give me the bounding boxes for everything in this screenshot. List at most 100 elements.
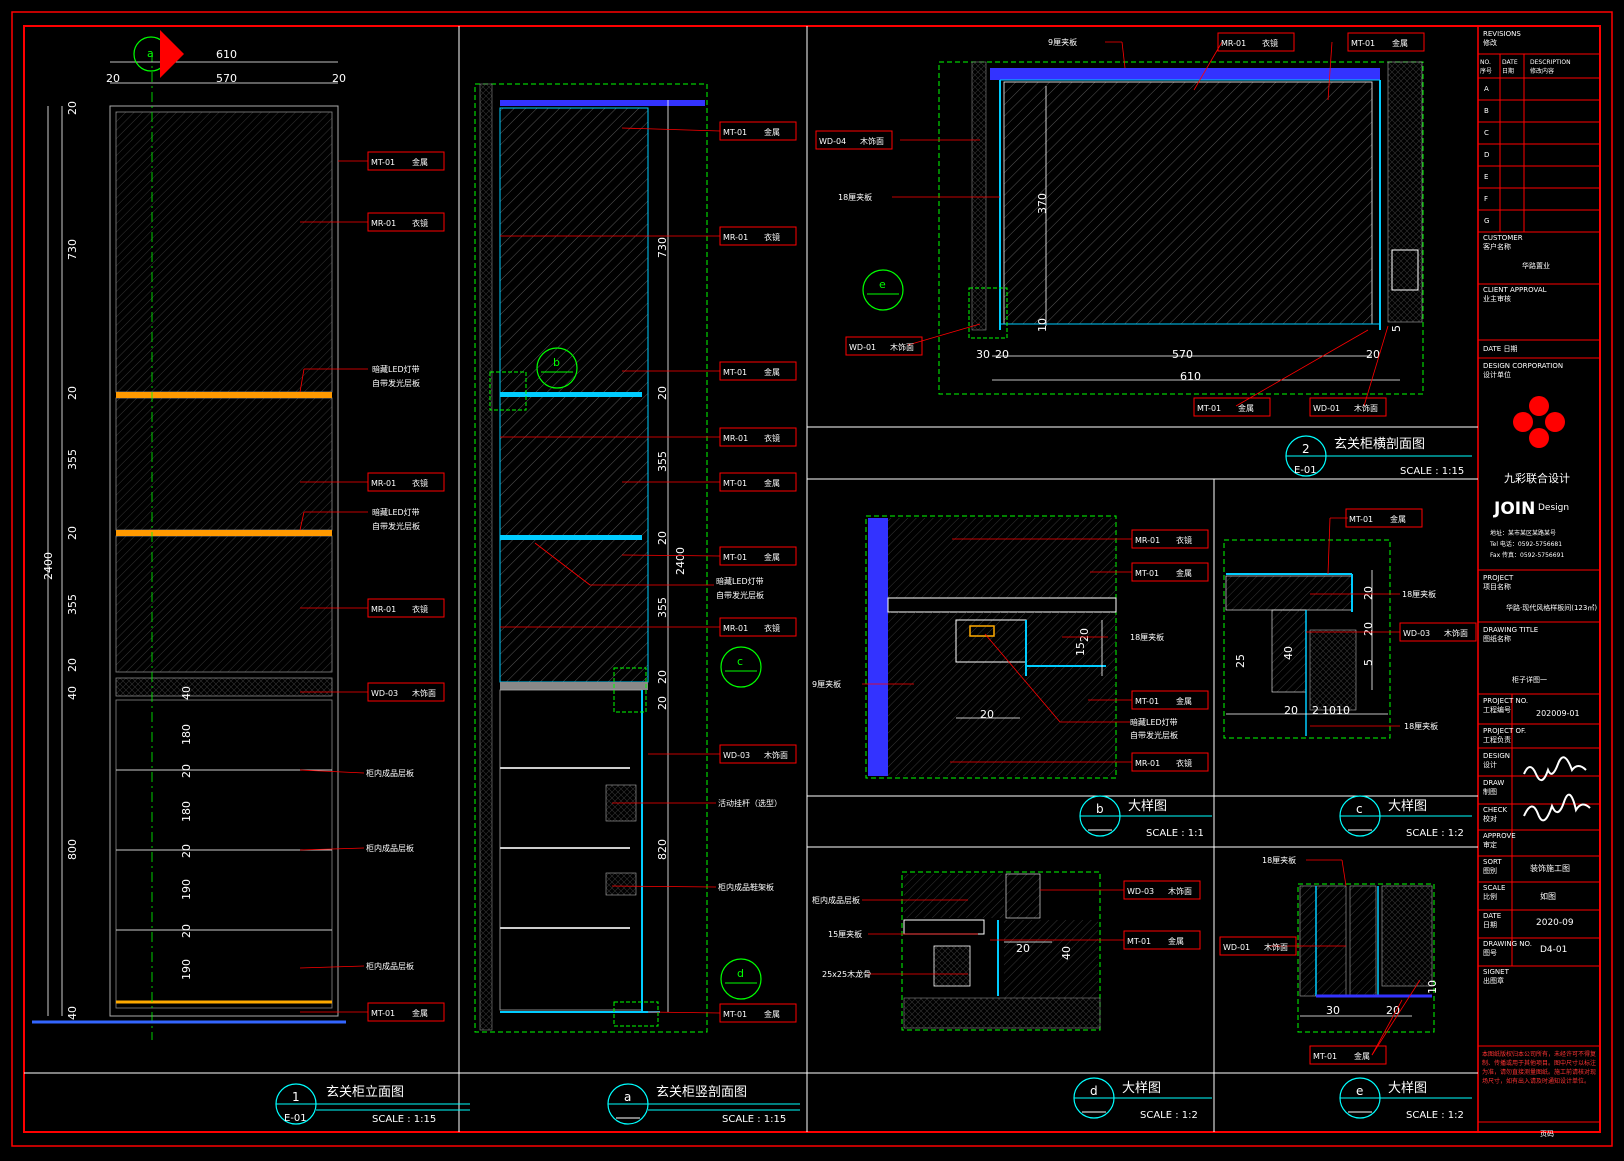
rev-row: E [1484, 173, 1489, 181]
dim-text: 20 [1078, 628, 1091, 642]
footer-label: 页码 [1540, 1130, 1554, 1138]
view-scale: SCALE : 1:15 [722, 1114, 786, 1125]
view-scale: SCALE : 1:15 [372, 1114, 436, 1125]
detail-d-view [901, 871, 1101, 1031]
tag-code: WD-01 [1223, 943, 1250, 952]
view-number: 2 [1302, 442, 1310, 456]
signature-icon [1523, 756, 1591, 822]
elevation-notes: 暗藏LED灯带 自带发光层板 暗藏LED灯带 自带发光层板 柜内成品层板 柜内成… [366, 364, 420, 971]
project-no-label: PROJECT NO.工程编号 [1483, 697, 1529, 714]
view-number: 1 [292, 1090, 300, 1104]
tag-code: MR-01 [723, 434, 748, 443]
dim-text: 820 [656, 839, 669, 860]
view-scale: SCALE : 1:15 [1400, 466, 1464, 477]
tag-code: MT-01 [723, 479, 747, 488]
tag-material: 金属 [1390, 514, 1406, 524]
date-label: DATE 日期 [1483, 345, 1518, 353]
section-2-notes: 9厘夹板 18厘夹板 [838, 37, 1077, 202]
view-title: 大样图 [1128, 799, 1167, 814]
tag-code: MT-01 [1135, 569, 1159, 578]
dim-text: 180 [180, 801, 193, 822]
tag-material: 金属 [1354, 1051, 1370, 1061]
elevation-view [32, 52, 346, 1040]
note-text: 暗藏LED灯带 [716, 576, 764, 586]
dim-text: 20 [656, 670, 669, 684]
drawing-title-value: 柜子详图一 [1512, 676, 1547, 684]
tag-code: MR-01 [371, 219, 396, 228]
dim-text: 20 [1362, 586, 1375, 600]
rev-row: D [1484, 151, 1490, 159]
dim-text: 20 [1366, 348, 1380, 361]
material-tag: WD-03 木饰面 [367, 682, 445, 702]
tag-material: 金属 [1168, 936, 1184, 946]
dim-text: 40 [66, 1006, 79, 1020]
elevation-dims: 610 20 570 20 2400 20 730 20 355 20 355 … [42, 48, 346, 1020]
project-no-value: 202009-01 [1536, 709, 1580, 718]
dim-text: 20 [66, 386, 79, 400]
dim-text: 355 [66, 594, 79, 615]
tag-material: 衣镜 [764, 433, 780, 443]
rev-row: B [1484, 107, 1489, 115]
section-2-view [938, 61, 1424, 395]
note-text: 18厘夹板 [1402, 589, 1436, 599]
tag-material: 衣镜 [1176, 535, 1192, 545]
dim-text: 40 [1060, 946, 1073, 960]
view-title: 玄关柜横剖面图 [1334, 437, 1425, 452]
dim-text: 30 [976, 348, 990, 361]
company-name: 九彩联合设计 [1504, 471, 1570, 485]
dim-text: 20 [180, 924, 193, 938]
dno-label: DRAWING NO.图号 [1483, 940, 1532, 957]
tag-material: 衣镜 [764, 623, 780, 633]
dim-text: 190 [180, 959, 193, 980]
view-title: 玄关柜竖剖面图 [656, 1085, 747, 1100]
tag-code: WD-03 [371, 689, 398, 698]
dim-text: 10 [1036, 318, 1049, 332]
marker-label: b [553, 356, 560, 369]
note-text: 18厘夹板 [838, 192, 872, 202]
dim-text: 25 [1234, 654, 1247, 668]
dim-text: 20 [656, 531, 669, 545]
tag-material: 衣镜 [412, 218, 428, 228]
note-text: 18厘夹板 [1130, 632, 1164, 642]
view-title-a: a 玄关柜竖剖面图 SCALE : 1:15 [607, 1083, 800, 1125]
note-text: 18厘夹板 [1404, 721, 1438, 731]
detail-c-dims: 20 20 5 40 25 20 2 10 10 [1234, 586, 1375, 717]
section-a-markers: b c d [536, 347, 762, 1000]
view-number: e [1356, 1084, 1363, 1098]
dim-text: 800 [66, 839, 79, 860]
elevation-leaders [299, 160, 368, 1013]
tag-material: 金属 [764, 127, 780, 137]
rev-col-no: NO.序号 [1480, 59, 1493, 75]
panel-dividers [24, 26, 1479, 1132]
section-a-leaders [500, 127, 721, 1014]
dim-text: 570 [1172, 348, 1193, 361]
dim-text: 2400 [42, 552, 55, 580]
detail-d-leaders [862, 889, 1124, 975]
note-text: 自带发光层板 [1130, 730, 1178, 740]
note-text: 柜内成品层板 [366, 768, 414, 778]
detail-c-view [1223, 539, 1391, 739]
tag-code: MT-01 [1351, 39, 1375, 48]
view-title: 大样图 [1388, 799, 1427, 814]
tag-material: 木饰面 [412, 688, 436, 698]
note-text: 柜内成品鞋架板 [718, 882, 774, 892]
material-tag: MR-01 衣镜 [367, 212, 445, 232]
material-tag: MR-01 衣镜 [719, 427, 797, 447]
section-2-marker: e [862, 269, 904, 311]
marker-label: a [147, 47, 154, 60]
detail-d-dims: 20 40 [1016, 942, 1073, 960]
dim-text: 20 [66, 526, 79, 540]
